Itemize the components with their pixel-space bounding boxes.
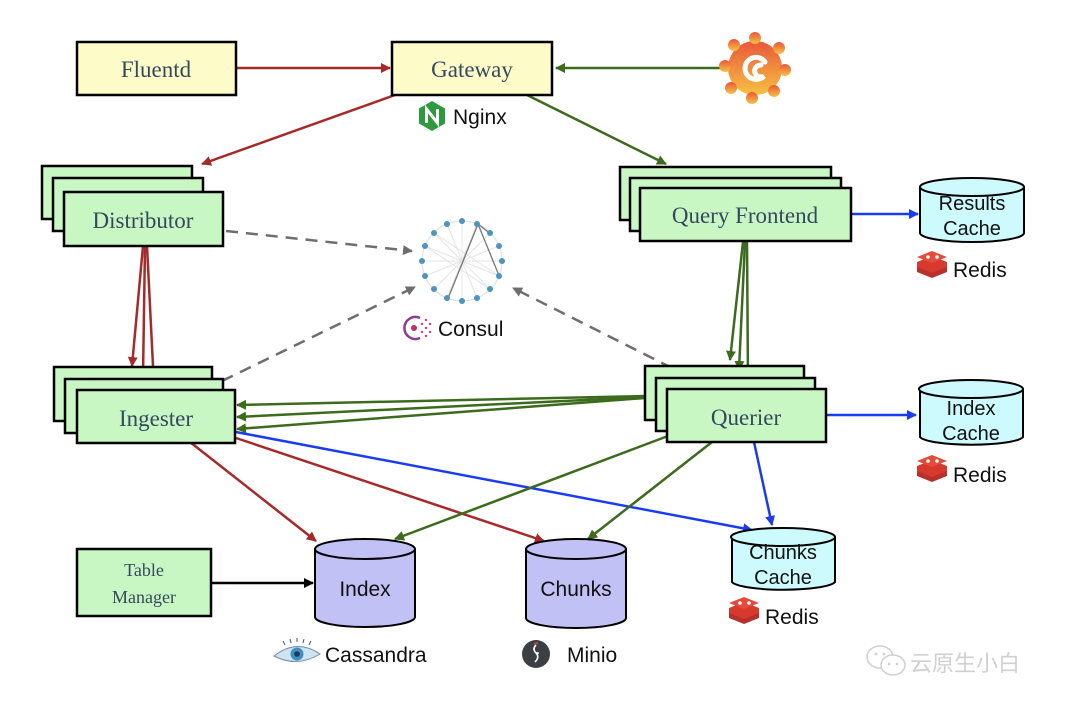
node-results-cache[interactable]: Results Cache xyxy=(919,177,1025,243)
fluentd-label: Fluentd xyxy=(121,57,192,82)
node-querier[interactable]: Querier xyxy=(643,364,828,444)
node-fluentd[interactable]: Fluentd xyxy=(75,40,238,97)
edge-ingester-chunks xyxy=(235,436,545,543)
edge-querier-index xyxy=(394,434,669,541)
node-chunks-store[interactable]: Chunks xyxy=(525,538,627,629)
edge-querier-ingester-3 xyxy=(236,396,646,434)
chunks-cache-backend-label: Redis xyxy=(765,606,819,629)
gateway-label: Gateway xyxy=(431,57,513,82)
results-cache-label-line1: Results xyxy=(939,193,1006,215)
edge-frontend-querier-3 xyxy=(742,241,753,384)
redis-logo-icon xyxy=(917,251,947,278)
edge-querier-chunks-cache xyxy=(752,441,775,526)
nginx-logo-icon xyxy=(419,101,445,131)
chunks-store-label: Chunks xyxy=(540,578,611,601)
minio-logo-icon xyxy=(522,640,550,668)
index-store-label: Index xyxy=(339,578,391,601)
redis-logo-icon xyxy=(917,455,947,482)
redis-logo-icon xyxy=(729,597,759,624)
node-ingester[interactable]: Ingester xyxy=(52,365,237,445)
cassandra-eye-icon xyxy=(273,638,321,662)
edge-distributor-ingester-3 xyxy=(145,245,159,387)
node-distributor[interactable]: Distributor xyxy=(40,164,225,248)
edge-querier-consul xyxy=(512,286,673,370)
edge-frontend-querier-1 xyxy=(726,241,745,361)
index-store-backend-label: Cassandra xyxy=(325,644,427,667)
watermark-text: 云原生小白 xyxy=(910,652,1020,677)
edge-querier-ingester-1 xyxy=(236,394,646,410)
ingester-label: Ingester xyxy=(119,406,193,431)
table-manager-label-line1: Table xyxy=(124,560,164,580)
table-manager-label-line2: Manager xyxy=(112,587,176,607)
edge-distributor-ingester-2 xyxy=(138,245,149,377)
grafana-logo-icon xyxy=(719,32,791,104)
chunks-store-backend-label: Minio xyxy=(567,644,617,667)
node-table-manager[interactable]: Table Manager xyxy=(75,547,213,618)
edge-querier-chunks xyxy=(587,441,713,540)
node-index-store[interactable]: Index xyxy=(314,538,416,628)
node-index-cache[interactable]: Index Cache xyxy=(918,379,1024,446)
edge-frontend-querier-2 xyxy=(734,241,747,371)
nginx-label: Nginx xyxy=(453,106,507,129)
chunks-cache-label-line1: Chunks xyxy=(749,542,817,564)
node-gateway[interactable]: Gateway xyxy=(390,40,554,97)
edge-querier-ingester-2 xyxy=(236,395,646,422)
distributor-label: Distributor xyxy=(93,208,194,233)
edge-ingester-chunks-cache xyxy=(235,430,753,534)
index-cache-label-line1: Index xyxy=(947,398,996,420)
edge-gateway-query-frontend xyxy=(526,93,667,166)
node-query-frontend[interactable]: Query Frontend xyxy=(618,165,853,243)
consul-logo-icon xyxy=(403,315,432,341)
index-cache-label-line2: Cache xyxy=(942,423,1000,445)
edge-ingester-index xyxy=(189,441,317,542)
index-cache-backend-label: Redis xyxy=(953,464,1007,487)
querier-label: Querier xyxy=(711,405,782,430)
results-cache-backend-label: Redis xyxy=(953,259,1007,282)
consul-ring xyxy=(419,218,505,304)
results-cache-label-line2: Cache xyxy=(943,218,1001,240)
node-chunks-cache[interactable]: Chunks Cache xyxy=(730,527,836,591)
query-frontend-label: Query Frontend xyxy=(672,203,819,228)
chunks-cache-label-line2: Cache xyxy=(754,567,812,589)
edges xyxy=(127,63,919,588)
wechat-icon xyxy=(866,645,906,676)
edge-gateway-distributor xyxy=(201,93,396,166)
edge-distributor-ingester-1 xyxy=(127,245,145,367)
edge-distributor-consul xyxy=(225,229,413,256)
consul-label: Consul xyxy=(438,318,503,341)
edge-ingester-consul xyxy=(221,285,416,383)
